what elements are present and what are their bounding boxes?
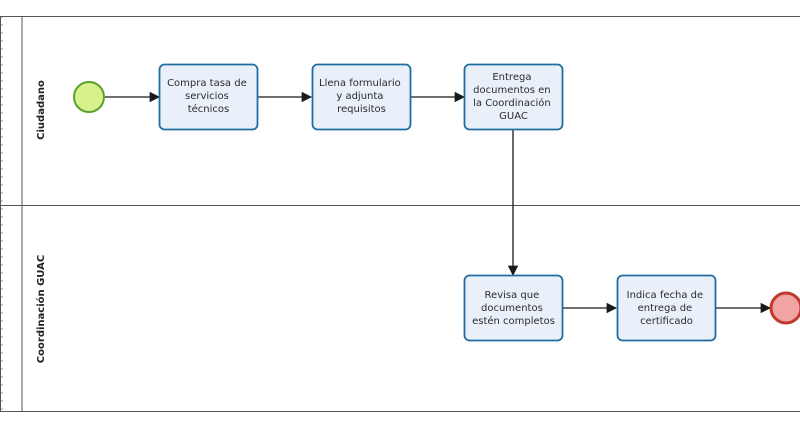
task-label: Entrega documentos en la Coordinación GU… (473, 72, 554, 122)
task-box (463, 274, 564, 342)
task-indica-fecha[interactable]: Indica fecha de entrega de certificado (616, 274, 717, 342)
task-label-line: Revisa que (485, 290, 540, 301)
task-label-line: documentos en (473, 85, 550, 96)
task-entrega-documentos[interactable]: Entrega documentos en la Coordinación GU… (463, 63, 564, 131)
lane-label-coordinacion-guac: Coordinación GUAC (35, 255, 47, 363)
task-box (311, 63, 412, 131)
task-label-line: GUAC (499, 111, 528, 122)
task-label-line: Llena formulario (319, 78, 401, 89)
sequence-flows (105, 91, 772, 314)
end-event[interactable] (769, 291, 800, 325)
task-label-line: certificado (640, 316, 693, 327)
task-label: Indica fecha de entrega de certificado (627, 290, 707, 327)
lane-label-ciudadano: Ciudadano (36, 80, 47, 140)
task-label-line: estén completos (472, 315, 555, 327)
task-llena-formulario[interactable]: Llena formulario y adjunta requisitos (311, 63, 412, 131)
task-label-line: Indica fecha de (627, 290, 704, 301)
task-box (463, 63, 564, 131)
task-box (158, 63, 259, 131)
task-label-line: y adjunta (336, 91, 383, 102)
task-label-line: Compra tasa de (167, 78, 247, 89)
pool-border (0, 16, 800, 412)
task-label-line: técnicos (188, 103, 230, 115)
task-box (616, 274, 717, 342)
task-label: Compra tasa de servicios técnicos (167, 78, 250, 115)
task-revisa-documentos[interactable]: Revisa que documentos estén completos (463, 274, 564, 342)
task-label-line: servicios (185, 91, 229, 102)
task-label-line: la Coordinación (473, 97, 551, 109)
task-label-line: requisitos (337, 104, 386, 115)
task-label: Llena formulario y adjunta requisitos (319, 78, 404, 115)
task-compra-tasa[interactable]: Compra tasa de servicios técnicos (158, 63, 259, 131)
task-label-line: Entrega (492, 72, 531, 83)
pool (0, 16, 800, 412)
start-event[interactable] (73, 81, 105, 113)
task-label: Revisa que documentos estén completos (472, 290, 555, 327)
task-label-line: entrega de (638, 303, 693, 314)
task-label-line: documentos (481, 303, 543, 314)
